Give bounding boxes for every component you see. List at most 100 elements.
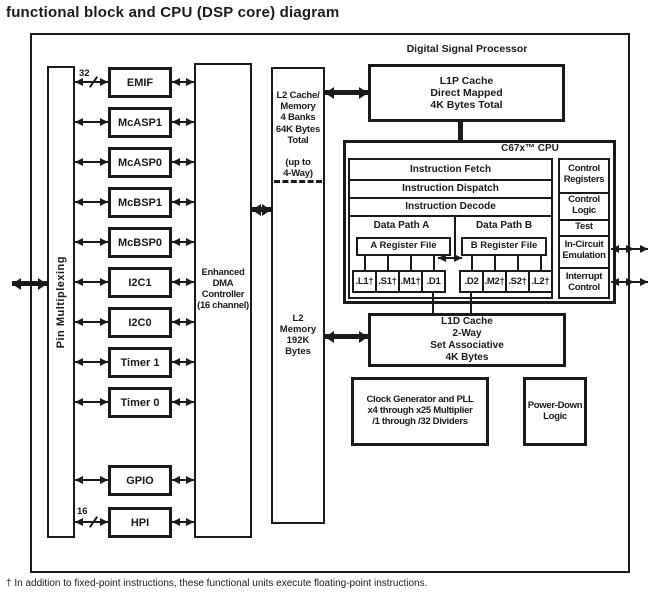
peripheral-timer1: Timer 1 [108,347,172,378]
unit-m1: .M1† [398,270,423,293]
register-file-b-label: B Register File [470,240,538,252]
register-file-b-box [461,237,547,256]
unit-d2: .D2 [459,270,484,293]
side-divider [560,219,608,221]
peripheral-label: McASP1 [117,116,163,129]
register-file-a-label: A Register File [370,240,437,252]
l2-dashed-divider [274,180,322,183]
unit-l2: .L2† [528,270,553,293]
peripheral-i2c1: I2C1 [108,267,172,298]
side-divider [560,235,608,237]
regfile-unit-connector [517,256,519,270]
l1d-cache-label: L1D Cache 2-Way Set Associative 4K Bytes [430,316,504,363]
peripheral-mcbsp0: McBSP0 [108,227,172,258]
cpu-side-column [558,158,610,299]
arrow-pinmux-mcasp1 [75,118,108,126]
arrow-mcasp0-dma [172,158,194,166]
unit-label: .S1† [378,276,397,287]
peripheral-label: Timer 1 [120,356,160,369]
arrow-crosspath [438,254,462,262]
datapath-divider [454,215,456,255]
unit-s1: .S1† [375,270,400,293]
bus-width-32: 32 [79,68,90,79]
regfile-unit-connector [364,256,366,270]
side-divider [560,192,608,194]
edma-controller-label: Enhanced DMA Controller (16 channel) [197,267,249,311]
arrow-pinmux-i2c0 [75,318,108,326]
datapath-a-header: Data Path A [373,220,430,232]
connector-d1-l1d [432,291,434,313]
page-title: functional block and CPU (DSP core) diag… [6,4,340,21]
arrow-pinmux-i2c1 [75,278,108,286]
unit-label: .M1† [400,276,421,287]
side-test: Test [575,220,593,232]
side-interrupt-control: Interrupt Control [565,271,603,293]
register-file-a-box [356,237,451,256]
peripheral-label: Timer 0 [120,396,160,409]
peripheral-mcasp0: McASP0 [108,147,172,178]
unit-label: .D2 [464,276,479,287]
pin-multiplexing-label: Pin Multiplexing [55,255,67,349]
regfile-unit-connector [433,256,435,270]
connector-l1p-cpu [458,122,463,140]
pipeline-row-decode: Instruction Decode [405,201,496,213]
peripheral-label: I2C1 [128,276,152,289]
peripheral-i2c0: I2C0 [108,307,172,338]
arrow-i2c1-dma [172,278,194,286]
arrow-mcasp1-dma [172,118,194,126]
pipeline-divider [350,179,551,181]
regfile-unit-connector [410,256,412,270]
arrow-pinmux-gpio [75,476,108,484]
arrow-pinmux-mcbsp0 [75,238,108,246]
unit-label: .S2† [508,276,527,287]
unit-l1: .L1† [352,270,377,293]
arrow-pinmux-mcbsp1 [75,198,108,206]
l1p-cache-block [368,64,565,122]
l1p-cache-label: L1P Cache Direct Mapped 4K Bytes Total [430,74,503,112]
datapath-b-header: Data Path B [475,220,533,232]
side-in-circuit-emulation: In-Circuit Emulation [562,239,606,261]
l2-cache-memory-block [271,67,325,524]
regfile-unit-connector [540,256,542,270]
l1d-cache-block [368,313,566,367]
unit-label: .L2† [531,276,550,287]
arrow-timer0-dma [172,398,194,406]
pipeline-row-dispatch: Instruction Dispatch [402,183,499,195]
arrow-gpio-dma [172,476,194,484]
arrow-mcbsp0-dma [172,238,194,246]
pipeline-divider [350,197,551,199]
pin-multiplexing-block: Pin Multiplexing [47,66,75,538]
peripheral-label: I2C0 [128,316,152,329]
unit-s2: .S2† [505,270,530,293]
peripheral-label: McBSP0 [117,236,163,249]
side-control-logic: Control Logic [568,193,600,216]
external-pins-arrow [12,277,47,290]
unit-d1: .D1 [421,270,446,293]
peripheral-timer0: Timer 0 [108,387,172,418]
footnote: † In addition to fixed-point instruction… [6,578,428,589]
peripheral-mcbsp1: McBSP1 [108,187,172,218]
cpu-title: C67x™ CPU [501,143,559,155]
arrow-pinmux-timer1 [75,358,108,366]
arrow-pinmux-timer0 [75,398,108,406]
pipeline-row-fetch: Instruction Fetch [409,163,492,175]
arrow-mcbsp1-dma [172,198,194,206]
arrow-l2-l1p [325,86,368,99]
arrow-dma-l2 [252,203,271,216]
arrow-emif-dma [172,78,194,86]
regfile-unit-connector [471,256,473,270]
regfile-unit-connector [494,256,496,270]
power-down-block [523,377,587,446]
arrow-pinmux-mcasp0 [75,158,108,166]
clock-generator-block [351,377,489,446]
arrow-i2c0-dma [172,318,194,326]
unit-m2: .M2† [482,270,507,293]
peripheral-hpi: HPI [108,507,172,538]
peripheral-gpio: GPIO [108,465,172,496]
peripheral-label: McBSP1 [117,196,163,209]
edma-controller-block [194,63,252,538]
peripheral-mcasp1: McASP1 [108,107,172,138]
l2-memory-label: L2 Memory 192K Bytes [279,313,317,357]
peripheral-label: HPI [130,516,150,529]
